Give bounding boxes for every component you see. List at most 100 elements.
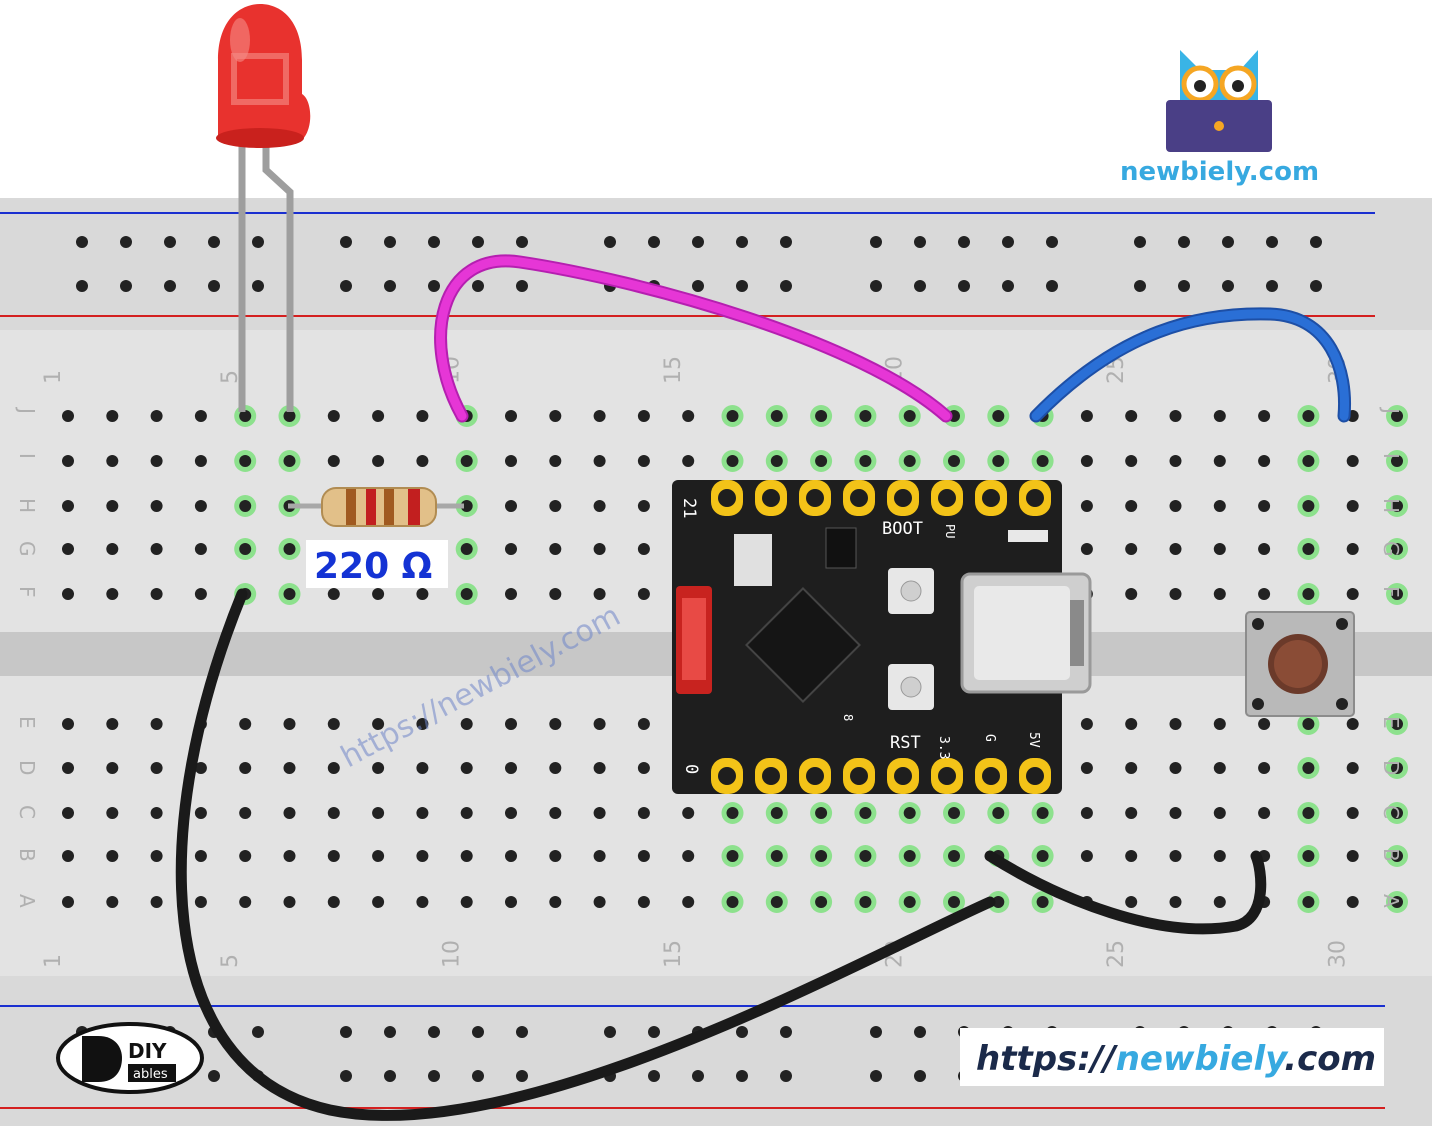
breadboard-hole <box>150 807 163 819</box>
breadboard-hole <box>416 896 429 908</box>
breadboard-hole <box>903 896 916 908</box>
breadboard-hole <box>1346 807 1359 819</box>
breadboard-hole <box>992 410 1005 422</box>
column-number: 5 <box>218 954 243 968</box>
breadboard-hole <box>283 807 296 819</box>
breadboard-hole <box>736 236 748 248</box>
breadboard-hole <box>549 762 562 774</box>
breadboard-hole <box>1080 807 1093 819</box>
breadboard-hole <box>505 850 517 862</box>
row-letter: J <box>1379 406 1403 414</box>
breadboard-hole <box>384 280 396 292</box>
row-letter: A <box>1379 894 1403 908</box>
breadboard-hole <box>1213 718 1226 730</box>
breadboard-hole <box>150 455 163 467</box>
breadboard-hole <box>416 807 429 819</box>
breadboard-hole <box>460 718 473 730</box>
breadboard-hole <box>682 896 695 908</box>
row-letter: A <box>15 894 39 908</box>
diyables-logo: DIY ables <box>56 1022 204 1094</box>
breadboard-hole <box>914 280 926 292</box>
breadboard-hole <box>903 807 916 819</box>
pin-pads-bottom <box>711 758 1051 794</box>
breadboard-hole <box>505 807 517 819</box>
breadboard-hole <box>150 718 163 730</box>
breadboard-hole <box>384 1026 396 1038</box>
breadboard-hole <box>372 762 385 774</box>
breadboard-hole <box>770 850 783 862</box>
breadboard-hole <box>593 896 606 908</box>
breadboard-hole <box>815 807 828 819</box>
breadboard-hole <box>120 236 132 248</box>
breadboard-hole <box>106 718 119 730</box>
breadboard-hole <box>1213 850 1226 862</box>
breadboard-hole <box>76 236 88 248</box>
breadboard-hole <box>428 1070 440 1082</box>
breadboard-hole <box>62 500 74 512</box>
breadboard-hole <box>384 1070 396 1082</box>
url-banner-prefix: https:// <box>976 1039 1118 1079</box>
board-label-pin-0: 0 <box>681 764 701 774</box>
breadboard-hole <box>208 1070 220 1082</box>
breadboard-hole <box>1346 896 1359 908</box>
row-letter: D <box>1379 760 1403 775</box>
breadboard-hole <box>1213 500 1226 512</box>
breadboard-hole <box>150 850 163 862</box>
breadboard-hole <box>1258 762 1271 774</box>
breadboard-hole <box>593 588 606 600</box>
breadboard-hole <box>1302 896 1315 908</box>
breadboard-hole <box>1302 588 1315 600</box>
breadboard-hole <box>914 1070 926 1082</box>
breadboard-hole <box>372 850 385 862</box>
breadboard-hole <box>1169 896 1182 908</box>
breadboard-hole <box>1346 455 1359 467</box>
breadboard-hole <box>239 500 252 512</box>
breadboard-hole <box>637 896 650 908</box>
breadboard-hole <box>372 410 385 422</box>
breadboard-hole <box>372 896 385 908</box>
push-button <box>1245 611 1355 717</box>
breadboard-hole <box>1178 236 1190 248</box>
breadboard-hole <box>549 718 562 730</box>
breadboard-hole <box>460 807 473 819</box>
breadboard-hole <box>1391 543 1403 555</box>
breadboard-hole <box>1002 236 1014 248</box>
regulator <box>825 527 857 569</box>
breadboard-hole <box>1080 850 1093 862</box>
breadboard-hole <box>327 410 340 422</box>
breadboard-hole <box>1213 807 1226 819</box>
breadboard-hole <box>1046 236 1058 248</box>
breadboard-hole <box>726 850 739 862</box>
breadboard-hole <box>194 455 207 467</box>
breadboard-hole <box>283 896 296 908</box>
breadboard-hole <box>239 543 252 555</box>
breadboard-hole <box>648 1070 660 1082</box>
breadboard-hole <box>992 807 1005 819</box>
breadboard-hole <box>327 850 340 862</box>
breadboard-hole <box>1125 807 1138 819</box>
breadboard-hole <box>637 850 650 862</box>
breadboard-hole <box>682 455 695 467</box>
breadboard-hole <box>1391 588 1403 600</box>
breadboard-hole <box>340 1070 352 1082</box>
breadboard-hole <box>1080 455 1093 467</box>
breadboard-hole <box>1213 896 1226 908</box>
column-number: 1 <box>41 370 66 384</box>
breadboard-hole <box>1213 455 1226 467</box>
breadboard-hole <box>549 588 562 600</box>
breadboard-hole <box>194 807 207 819</box>
pin-hole <box>762 767 780 785</box>
pin-hole <box>718 489 736 507</box>
breadboard-hole <box>194 500 207 512</box>
breadboard-hole <box>593 455 606 467</box>
breadboard-hole <box>505 896 517 908</box>
breadboard-hole <box>327 896 340 908</box>
breadboard-hole <box>472 236 484 248</box>
breadboard-hole <box>472 1070 484 1082</box>
pin-hole <box>982 489 1000 507</box>
breadboard-hole <box>870 1070 882 1082</box>
breadboard-hole <box>1080 410 1093 422</box>
breadboard-hole <box>460 500 473 512</box>
breadboard-hole <box>859 850 872 862</box>
breadboard-hole <box>604 236 616 248</box>
